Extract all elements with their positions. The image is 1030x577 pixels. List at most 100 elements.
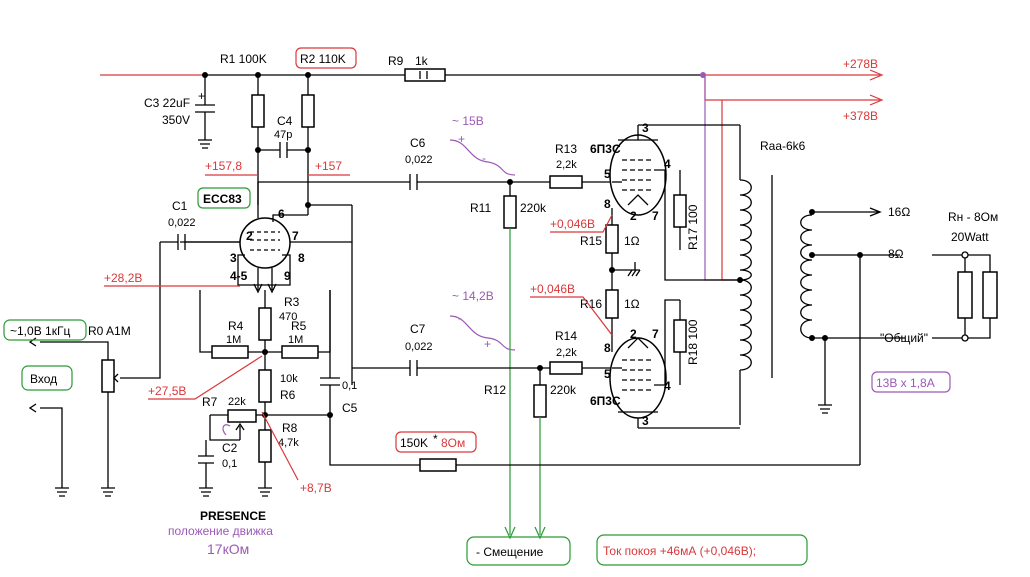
- r7-potentiometer: R7 22k: [202, 395, 333, 441]
- svg-text:2: 2: [630, 327, 637, 341]
- rail-378-label: +378В: [843, 109, 878, 123]
- svg-text:8Ом: 8Ом: [441, 436, 465, 450]
- svg-text:7: 7: [652, 327, 659, 341]
- c7-capacitor: C7 0,022: [352, 322, 550, 376]
- svg-text:150K: 150K: [400, 436, 428, 450]
- svg-text:C7: C7: [410, 322, 426, 336]
- tap-16-label: 16Ω: [888, 205, 910, 219]
- svg-text:R16: R16: [580, 297, 602, 311]
- svg-text:*: *: [433, 432, 438, 446]
- svg-text:R17 100: R17 100: [686, 204, 700, 250]
- svg-text:+: +: [458, 132, 465, 146]
- svg-text:2: 2: [246, 229, 253, 243]
- svg-text:47p: 47p: [274, 129, 292, 141]
- svg-text:R3: R3: [284, 295, 300, 309]
- svg-text:8: 8: [298, 251, 305, 265]
- svg-text:1k: 1k: [415, 54, 429, 68]
- svg-text:220k: 220k: [520, 201, 547, 215]
- c5-capacitor: 0,1 C5: [320, 290, 420, 466]
- svg-text:R9: R9: [388, 54, 404, 68]
- r14-resistor: R14 2,2k 5: [549, 329, 612, 381]
- r11-resistor: R11 220k: [470, 182, 547, 540]
- tap-common-label: "Общий": [880, 331, 928, 345]
- idle-current-label: Ток покоя +46мА (+0,046В);: [603, 544, 756, 558]
- c1-capacitor: C1 0,022: [120, 199, 240, 379]
- svg-text:1M: 1M: [288, 334, 303, 346]
- slider-resistance-label: 17кОм: [207, 541, 249, 557]
- rail-278-label: +278В: [843, 57, 878, 71]
- svg-text:0,1: 0,1: [342, 380, 357, 392]
- heater-box: [871, 371, 951, 393]
- svg-text:+: +: [484, 337, 491, 351]
- svg-text:9: 9: [284, 269, 291, 283]
- svg-text:R18 100: R18 100: [686, 319, 700, 365]
- input-signal-label: ~1,0В 1кГц: [10, 324, 70, 338]
- tube-bottom: 3 4 8 2 7 6П3С: [590, 299, 740, 429]
- svg-text:2: 2: [630, 209, 637, 223]
- svg-text:R14: R14: [555, 329, 577, 343]
- svg-text:6: 6: [278, 207, 285, 221]
- r4-resistor: R4 1M: [199, 290, 265, 359]
- r17-resistor: R17 100: [673, 170, 700, 250]
- svg-text:R0 A1M: R0 A1M: [88, 324, 131, 338]
- svg-text:220k: 220k: [550, 383, 577, 397]
- tap-8-label: 8Ω: [888, 247, 904, 261]
- svg-text:22k: 22k: [228, 396, 246, 408]
- v27-5-label: +27,5В: [148, 384, 186, 398]
- heater-label: 13В х 1,8А: [876, 376, 935, 390]
- svg-text:3: 3: [642, 121, 649, 135]
- svg-text:10k: 10k: [280, 373, 298, 385]
- svg-text:4-5: 4-5: [230, 269, 248, 283]
- c3-capacitor: + C3 22uF 350V: [144, 75, 215, 149]
- feedback-resistor: 150K * 8Ом: [395, 431, 860, 472]
- svg-text:-: -: [482, 151, 486, 165]
- svg-text:0,1: 0,1: [222, 458, 237, 470]
- svg-text:8: 8: [604, 197, 611, 211]
- tube-top: 3 4 8 2 7 6П3С: [590, 121, 740, 281]
- svg-text:C6: C6: [410, 136, 426, 150]
- r1-resistor: R1 100K: [220, 52, 267, 205]
- svg-text:R12: R12: [484, 383, 506, 397]
- svg-text:7: 7: [292, 229, 299, 243]
- svg-text:350V: 350V: [162, 113, 190, 127]
- svg-text:Raa-6k6: Raa-6k6: [760, 139, 806, 153]
- r0-potentiometer: R0 A1M: [28, 324, 131, 497]
- v8-7-label: +8,7В: [300, 481, 332, 495]
- svg-text:C2: C2: [222, 441, 238, 455]
- c2-capacitor: C2 0,1: [198, 440, 238, 497]
- ground-cathode: [612, 262, 641, 277]
- svg-text:0,022: 0,022: [168, 217, 196, 229]
- r15-resistor: R15 1Ω: [580, 208, 640, 290]
- svg-text:3: 3: [642, 414, 649, 428]
- svg-text:7: 7: [652, 209, 659, 223]
- svg-text:1Ω: 1Ω: [624, 234, 640, 248]
- svg-text:R11: R11: [470, 201, 491, 215]
- svg-text:Rн - 8Ом: Rн - 8Ом: [948, 210, 998, 224]
- svg-text:4: 4: [664, 157, 671, 171]
- svg-text:2,2k: 2,2k: [556, 159, 577, 171]
- svg-text:6П3С: 6П3С: [590, 394, 621, 408]
- svg-text:1Ω: 1Ω: [624, 297, 640, 311]
- idle-current-box: [596, 534, 808, 566]
- v0046-a-label: +0,046В: [550, 217, 595, 231]
- svg-text:4,7k: 4,7k: [278, 437, 299, 449]
- r2-resistor: R2 110K: [295, 47, 357, 215]
- svg-text:R7: R7: [202, 395, 218, 409]
- r12-resistor: R12 220k: [484, 368, 577, 540]
- c4-capacitor: C4 47p: [255, 114, 311, 158]
- bias-box: [466, 536, 571, 566]
- bias-label: - Смещение: [476, 545, 544, 559]
- input-signal-box: [3, 319, 87, 341]
- v28-2-label: +28,2В: [104, 271, 142, 285]
- sig15-label: ~ 15В: [452, 114, 484, 128]
- tube-ecc83: 2 3 4-5 6 7 8 9 ECC83: [180, 187, 353, 385]
- svg-text:20Watt: 20Watt: [951, 230, 989, 244]
- svg-text:1M: 1M: [226, 334, 241, 346]
- r13-resistor: R13 2,2k 5: [549, 142, 612, 189]
- sig14-2-label: ~ 14,2В: [452, 289, 494, 303]
- presence-label: PRESENCE: [200, 509, 266, 523]
- r3-resistor: R3 470: [258, 290, 300, 370]
- svg-text:5: 5: [604, 367, 611, 381]
- svg-text:R15: R15: [580, 234, 602, 248]
